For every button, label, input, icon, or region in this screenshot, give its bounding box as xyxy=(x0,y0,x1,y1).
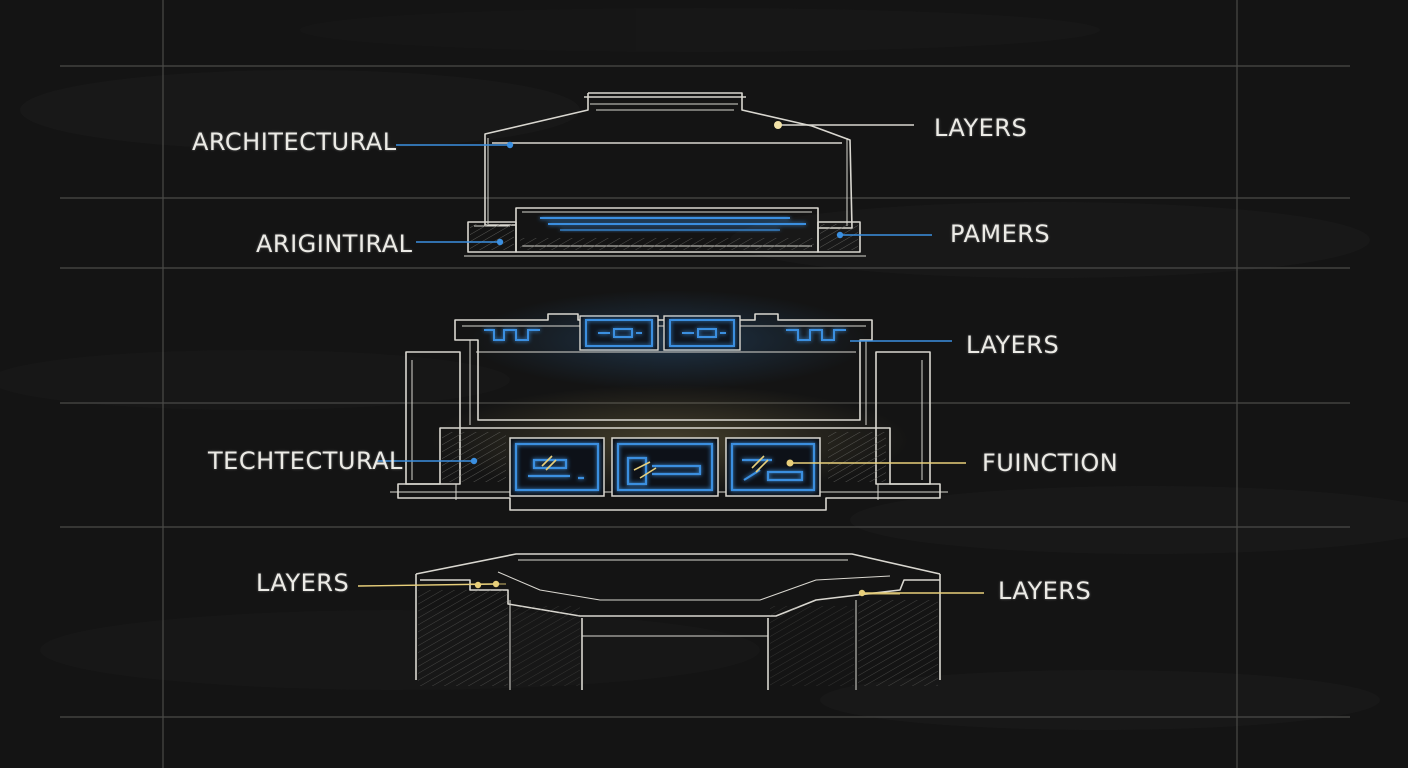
leader-dots xyxy=(470,121,866,597)
top-left-block-hatch xyxy=(470,224,514,250)
base-panels xyxy=(509,437,821,497)
label-pamers: PAMERS xyxy=(950,220,1051,248)
label-fuinction: FUINCTION xyxy=(982,449,1119,477)
label-layers-bottom-right: LAYERS xyxy=(998,577,1092,605)
top-base-hatch xyxy=(520,238,814,250)
label-layers-middle: LAYERS xyxy=(966,331,1060,359)
label-architectural: ARCHITECTURAL xyxy=(192,128,397,156)
crown-panels xyxy=(579,315,741,351)
label-techtectural: TECHTECTURAL xyxy=(208,447,403,475)
leader-layers-bottom-left xyxy=(357,583,497,587)
mid-left-hatch xyxy=(442,432,506,482)
mid-right-hatch xyxy=(828,432,886,482)
top-blue-layers xyxy=(540,217,806,231)
crown-blue-details xyxy=(484,319,846,347)
label-layers-top: LAYERS xyxy=(934,114,1028,142)
label-arigintiral: ARIGINTIRAL xyxy=(256,230,413,258)
leader-lines xyxy=(357,124,984,594)
base-panel-glyphs xyxy=(514,442,816,492)
bottom-left-hatch xyxy=(418,590,508,686)
base-panel-sparks xyxy=(541,455,769,479)
label-layers-bottom-left: LAYERS xyxy=(256,569,350,597)
bottom-mid-hatch xyxy=(512,606,580,686)
bottom-mid-hatch-2 xyxy=(770,606,854,686)
bottom-right-hatch xyxy=(858,600,938,686)
